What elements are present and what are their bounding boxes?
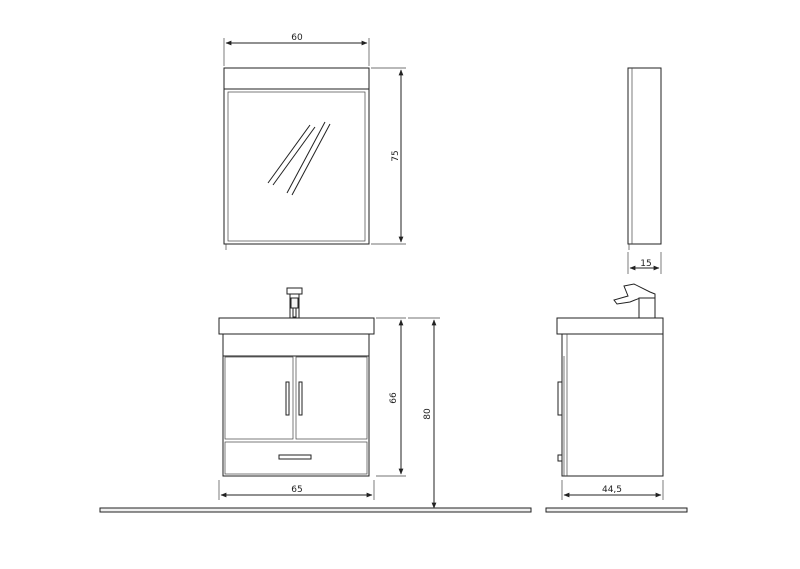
mirror-depth-label: 15 bbox=[640, 259, 651, 269]
vanity-width-dimension: 65 bbox=[218, 480, 375, 500]
total-height-label: 80 bbox=[423, 408, 433, 420]
floor-line-side bbox=[545, 507, 688, 513]
faucet-front bbox=[286, 287, 303, 319]
drawer-handle bbox=[278, 454, 312, 460]
vanity-height-dimension: 66 bbox=[376, 317, 406, 477]
mirror-depth-dimension: 15 bbox=[627, 252, 662, 274]
vanity-width-label: 65 bbox=[291, 485, 302, 495]
mirror-width-dimension: 60 bbox=[223, 33, 370, 66]
mirror-cabinet-side bbox=[627, 67, 662, 250]
vanity-side bbox=[556, 283, 664, 477]
floor-line-front bbox=[99, 507, 532, 513]
left-door bbox=[224, 356, 294, 440]
mirror-reflection-marks bbox=[267, 121, 331, 196]
right-door-handle bbox=[298, 381, 303, 416]
vanity-depth-label: 44,5 bbox=[602, 485, 622, 495]
right-door bbox=[295, 356, 368, 440]
faucet-side bbox=[613, 283, 656, 319]
vanity-front bbox=[218, 287, 375, 477]
mirror-cabinet-front bbox=[223, 67, 370, 250]
mirror-height-label: 75 bbox=[391, 150, 401, 161]
left-door-handle bbox=[285, 381, 290, 416]
total-height-dimension: 80 bbox=[408, 317, 440, 509]
mirror-height-dimension: 75 bbox=[371, 67, 406, 245]
drawer bbox=[224, 441, 368, 475]
mirror-width-label: 60 bbox=[291, 33, 303, 43]
vanity-height-label: 66 bbox=[389, 392, 399, 404]
vanity-depth-dimension: 44,5 bbox=[561, 480, 664, 500]
